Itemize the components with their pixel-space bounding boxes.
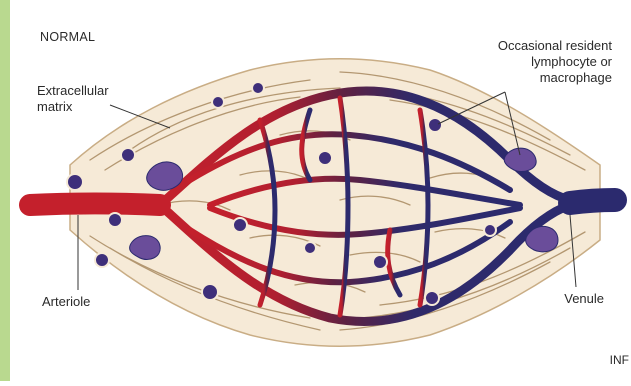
label-line: macrophage bbox=[498, 70, 612, 86]
venule-vessel bbox=[570, 200, 615, 203]
label-line: Occasional resident bbox=[498, 38, 612, 54]
label-venule: Venule bbox=[564, 291, 604, 307]
microcirculation-diagram: NORMAL Extracellular matrix Occasional r… bbox=[10, 0, 631, 381]
label-line: lymphocyte or bbox=[498, 54, 612, 70]
state-label: NORMAL bbox=[40, 29, 95, 45]
label-line: Extracellular bbox=[37, 83, 109, 99]
label-extracellular-matrix: Extracellular matrix bbox=[37, 83, 109, 115]
label-arteriole: Arteriole bbox=[42, 294, 90, 310]
left-accent-bar bbox=[0, 0, 10, 381]
label-resident-cell: Occasional resident lymphocyte or macrop… bbox=[498, 38, 612, 86]
label-cropped-panel: INF bbox=[610, 352, 629, 368]
arteriole-vessel bbox=[30, 204, 160, 206]
label-line: matrix bbox=[37, 99, 109, 115]
